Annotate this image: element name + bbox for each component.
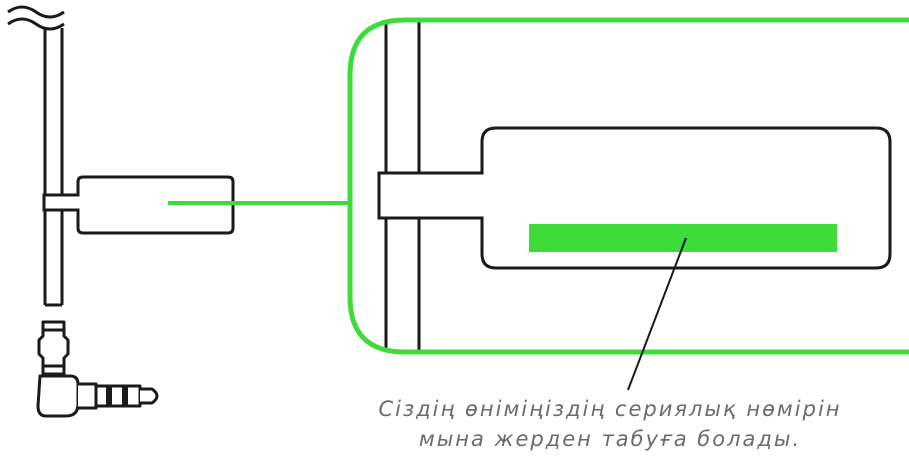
caption-line-2: мына жерден табуға болады. bbox=[418, 427, 802, 451]
jack-strain-relief bbox=[37, 320, 70, 376]
zoom-frame bbox=[347, 17, 909, 355]
audio-jack-plug bbox=[36, 320, 159, 418]
jack-body bbox=[36, 374, 80, 418]
cable-break-icon bbox=[7, 5, 65, 19]
cable-break-icon-second bbox=[7, 17, 65, 31]
zoom-frame-border bbox=[347, 17, 909, 355]
jack-collar bbox=[78, 382, 98, 410]
serial-tag-small bbox=[42, 175, 235, 235]
jack-tip bbox=[140, 387, 159, 405]
jack-pin bbox=[94, 384, 142, 408]
cable bbox=[7, 5, 65, 307]
caption-line-1: Сіздің өніміңіздің сериялық нөмірін bbox=[378, 397, 842, 421]
serial-pointer-line bbox=[627, 237, 687, 391]
